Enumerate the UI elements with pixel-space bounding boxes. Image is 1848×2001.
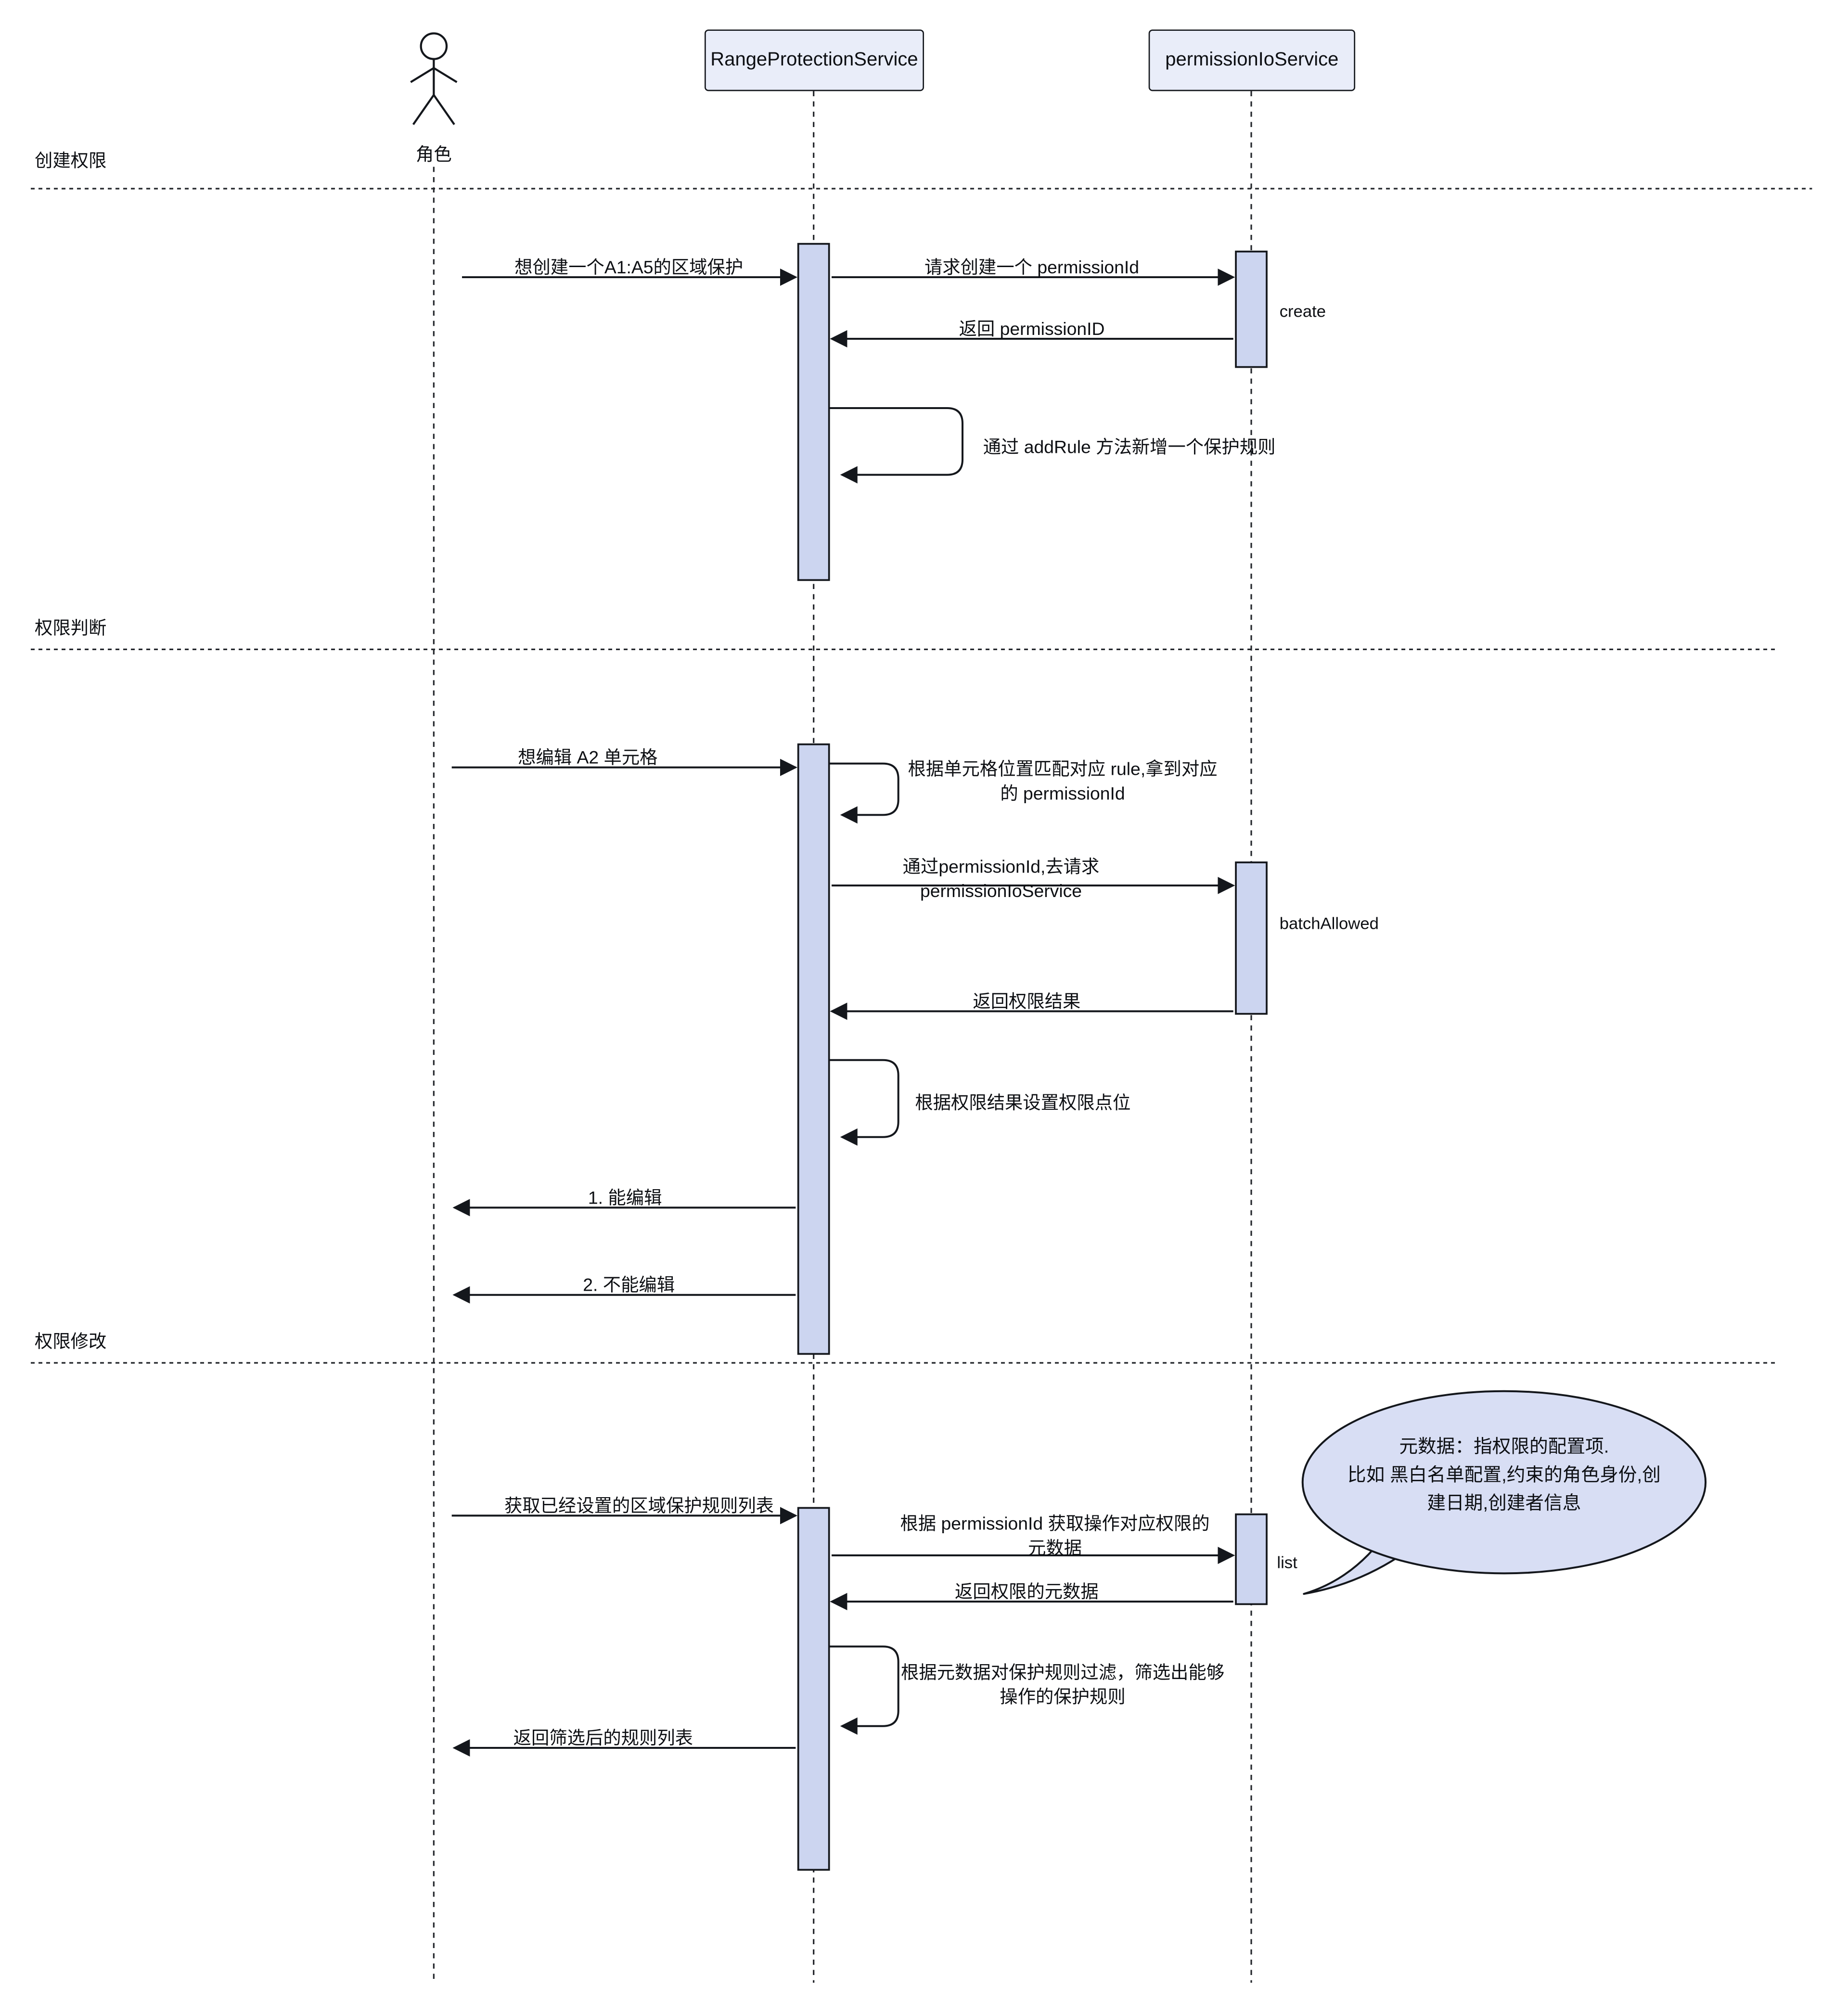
message-edit-a2: 想编辑 A2 单元格 [518, 747, 658, 768]
section-label-judge: 权限判断 [35, 617, 107, 638]
message-set-points: 根据权限结果设置权限点位 [915, 1092, 1131, 1113]
activation-rps-judge [797, 743, 830, 1355]
actor-label: 角色 [416, 143, 452, 165]
message-return-metadata: 返回权限的元数据 [955, 1581, 1099, 1602]
message-add-rule: 通过 addRule 方法新增一个保护规则 [983, 436, 1276, 457]
activation-pis-list [1235, 1513, 1268, 1605]
activation-rps-modify [797, 1507, 830, 1871]
note-text: 元数据：指权限的配置项. 比如 黑白名单配置,约束的角色身份,创建日期,创建者信… [1347, 1437, 1661, 1514]
message-return-permission-id: 返回 permissionID [959, 318, 1105, 339]
participant-range-protection-service: RangeProtectionService [705, 29, 924, 91]
message-can-edit: 1. 能编辑 [588, 1187, 662, 1208]
arrow-self-match-rule [829, 762, 899, 824]
activation-rps-create [797, 243, 830, 581]
activation-label-batchallowed: batchAllowed [1279, 913, 1379, 933]
arrow-self-filter-rules [829, 1645, 899, 1735]
message-request-permission-id: 请求创建一个 permissionId [924, 257, 1140, 278]
message-create-protection: 想创建一个A1:A5的区域保护 [514, 257, 744, 278]
message-request-io: 通过permissionId,去请求 permissionIoService [902, 856, 1100, 901]
activation-label-create: create [1279, 301, 1326, 321]
participant-permission-io-service: permissionIoService [1148, 29, 1356, 91]
section-label-create: 创建权限 [35, 150, 107, 171]
activation-label-list: list [1277, 1552, 1297, 1572]
arrow-self-add-rule [829, 407, 964, 484]
section-label-modify: 权限修改 [35, 1331, 107, 1352]
message-cannot-edit: 2. 不能编辑 [583, 1274, 675, 1295]
actor-icon [410, 32, 458, 125]
note-bubble [1301, 1390, 1707, 1575]
message-return-result: 返回权限结果 [973, 990, 1081, 1012]
message-filter-rules: 根据元数据对保护规则过滤，筛选出能够操作的保护规则 [901, 1662, 1225, 1707]
message-get-rule-list: 获取已经设置的区域保护规则列表 [504, 1495, 774, 1516]
message-match-rule: 根据单元格位置匹配对应 rule,拿到对应的 permissionId [908, 758, 1218, 804]
activation-pis-create [1235, 250, 1268, 368]
message-return-filtered: 返回筛选后的规则列表 [513, 1727, 693, 1748]
activation-pis-batchallowed [1235, 861, 1268, 1015]
arrow-self-set-points [829, 1059, 899, 1146]
message-get-metadata: 根据 permissionId 获取操作对应权限的元数据 [900, 1513, 1210, 1558]
